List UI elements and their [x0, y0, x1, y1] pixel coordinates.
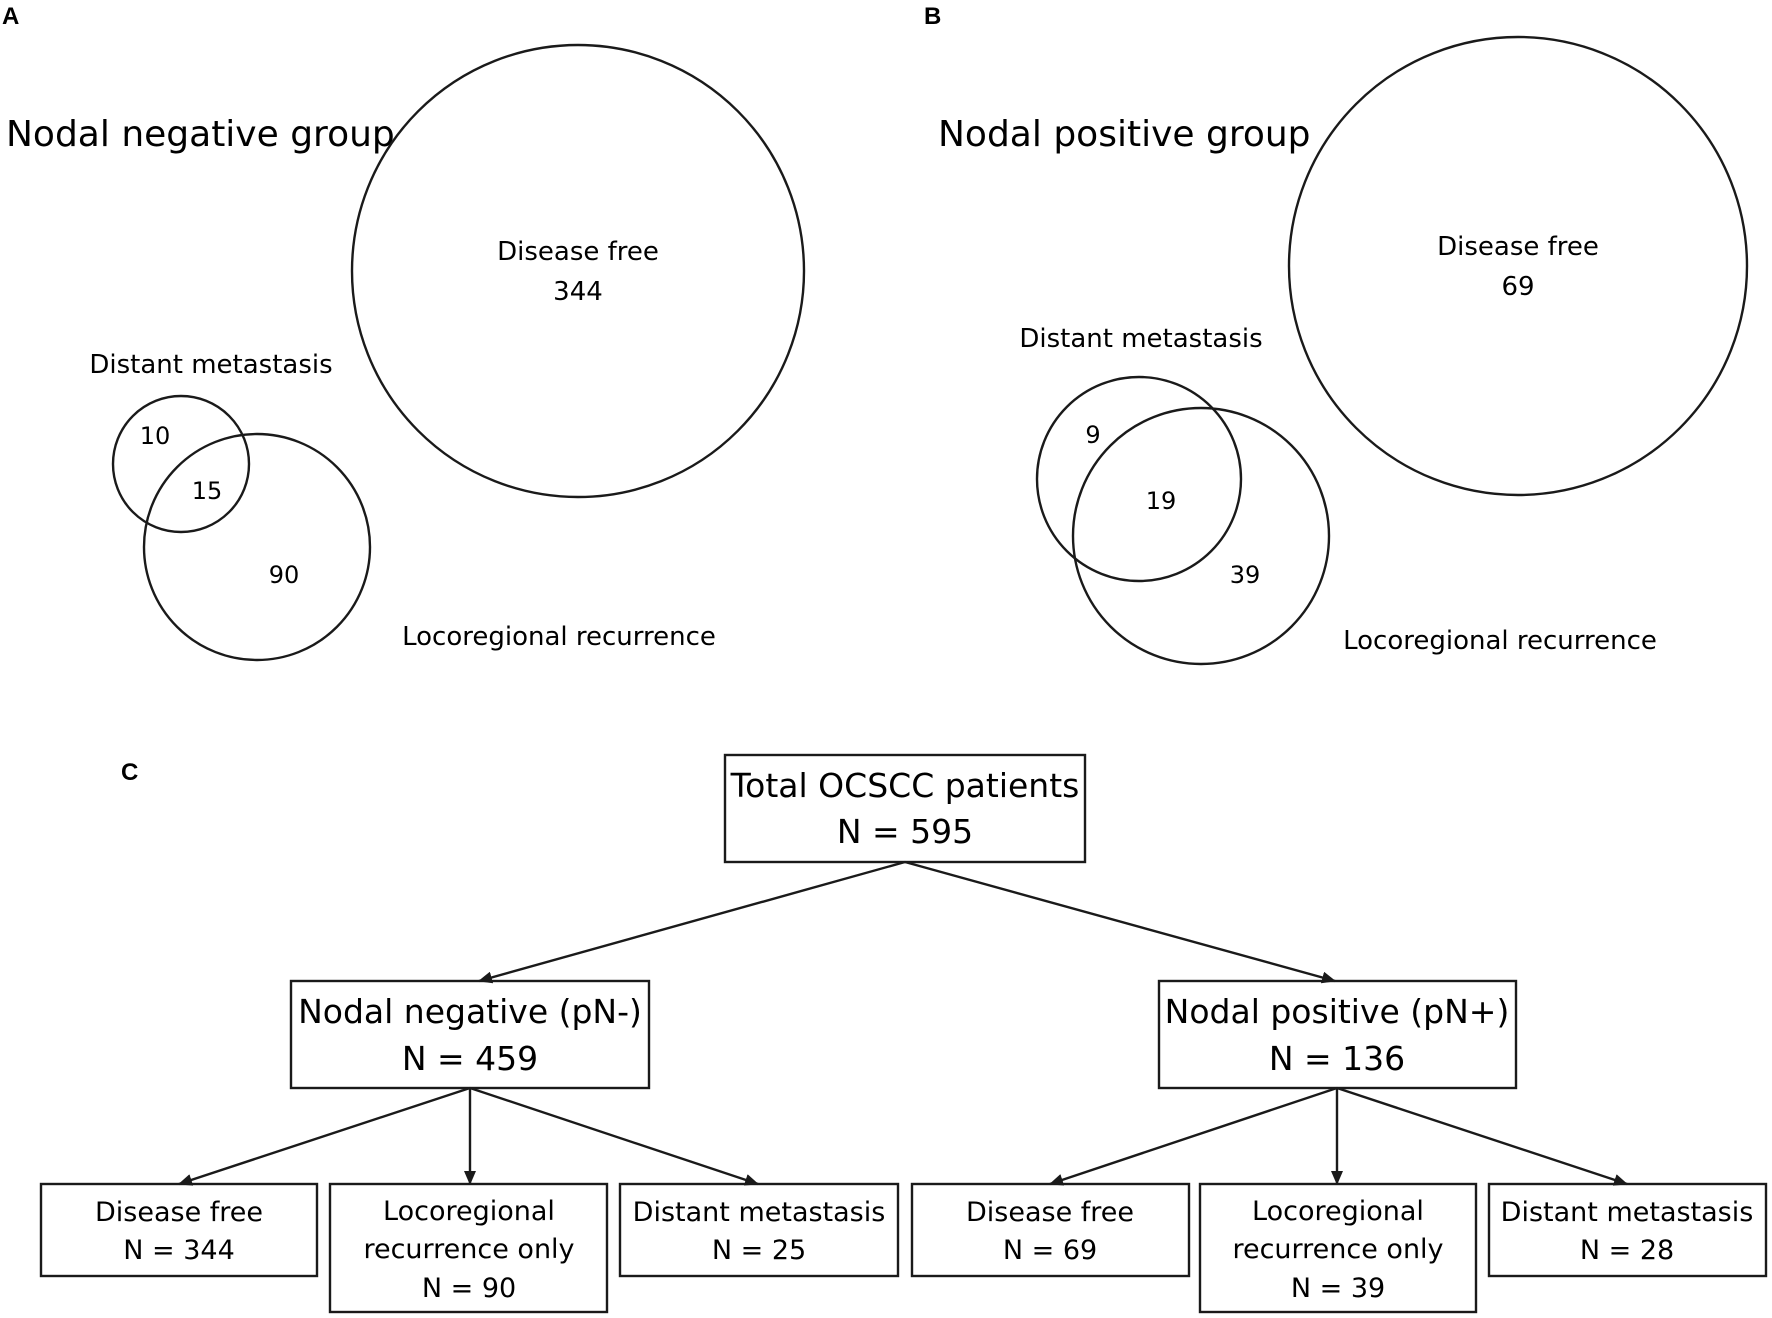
arrow-root-to-positive	[904, 860, 1336, 984]
locoregional-label-b: Locoregional recurrence	[1343, 626, 1657, 656]
pos-disease-free-label: Disease free	[966, 1197, 1134, 1228]
distant-only-value-b: 9	[1085, 421, 1100, 449]
locoregional-only-value-a: 90	[269, 561, 300, 589]
disease-free-value-a: 344	[553, 277, 603, 307]
arrow-neg-to-distant	[469, 1086, 759, 1186]
panel-b-letter: B	[924, 3, 941, 30]
locoregional-circle-b	[1071, 406, 1331, 666]
panel-a: A Nodal negative group Disease free 344 …	[2, 3, 806, 662]
locoregional-only-value-b: 39	[1230, 561, 1261, 589]
root-title: Total OCSCC patients	[730, 766, 1080, 805]
disease-free-circle-a	[350, 43, 806, 499]
distant-metastasis-label-b: Distant metastasis	[1019, 324, 1262, 354]
pos-locoregional-label-1: Locoregional	[1252, 1196, 1424, 1227]
disease-free-label-b: Disease free	[1437, 232, 1599, 262]
neg-disease-free-label: Disease free	[95, 1197, 263, 1228]
arrow-pos-to-distant	[1336, 1086, 1628, 1186]
pos-disease-free-count: N = 69	[1003, 1235, 1097, 1266]
neg-distant-label: Distant metastasis	[633, 1197, 886, 1228]
disease-free-circle-b	[1287, 35, 1749, 497]
distant-metastasis-label-a: Distant metastasis	[89, 350, 332, 380]
neg-distant-box	[618, 1182, 900, 1278]
neg-locoregional-label-2: recurrence only	[363, 1234, 574, 1265]
neg-distant-count: N = 25	[712, 1235, 806, 1266]
arrow-root-to-negative	[478, 860, 906, 984]
arrow-neg-to-disease-free	[178, 1086, 471, 1186]
disease-free-value-b: 69	[1501, 272, 1534, 302]
arrow-pos-to-disease-free	[1049, 1086, 1338, 1186]
neg-locoregional-label-1: Locoregional	[383, 1196, 555, 1227]
locoregional-circle-a	[142, 432, 372, 662]
nodal-negative-count: N = 459	[402, 1039, 538, 1078]
pos-distant-label: Distant metastasis	[1501, 1197, 1754, 1228]
nodal-positive-title: Nodal positive (pN+)	[1165, 992, 1510, 1031]
nodal-negative-title: Nodal negative (pN-)	[298, 992, 642, 1031]
root-count: N = 595	[837, 812, 973, 851]
panel-c: C Total OCSCC patients N = 595 Nodal neg…	[39, 753, 1768, 1314]
pos-distant-count: N = 28	[1580, 1235, 1674, 1266]
panel-a-letter: A	[2, 3, 19, 30]
panel-c-letter: C	[121, 759, 138, 786]
nodal-positive-count: N = 136	[1269, 1039, 1405, 1078]
pos-locoregional-label-2: recurrence only	[1232, 1234, 1443, 1265]
locoregional-label-a: Locoregional recurrence	[402, 622, 716, 652]
overlap-value-a: 15	[192, 477, 223, 505]
overlap-value-b: 19	[1146, 487, 1177, 515]
panel-b: B Nodal positive group Disease free 69 D…	[924, 3, 1749, 666]
neg-locoregional-count: N = 90	[422, 1273, 516, 1304]
distant-only-value-a: 10	[140, 422, 171, 450]
distant-metastasis-circle-a	[111, 394, 251, 534]
panel-a-heading: Nodal negative group	[6, 114, 395, 155]
distant-metastasis-circle-b	[1035, 375, 1243, 583]
disease-free-label-a: Disease free	[497, 237, 659, 267]
pos-locoregional-count: N = 39	[1291, 1273, 1385, 1304]
panel-b-heading: Nodal positive group	[938, 114, 1311, 155]
neg-disease-free-count: N = 344	[123, 1235, 235, 1266]
